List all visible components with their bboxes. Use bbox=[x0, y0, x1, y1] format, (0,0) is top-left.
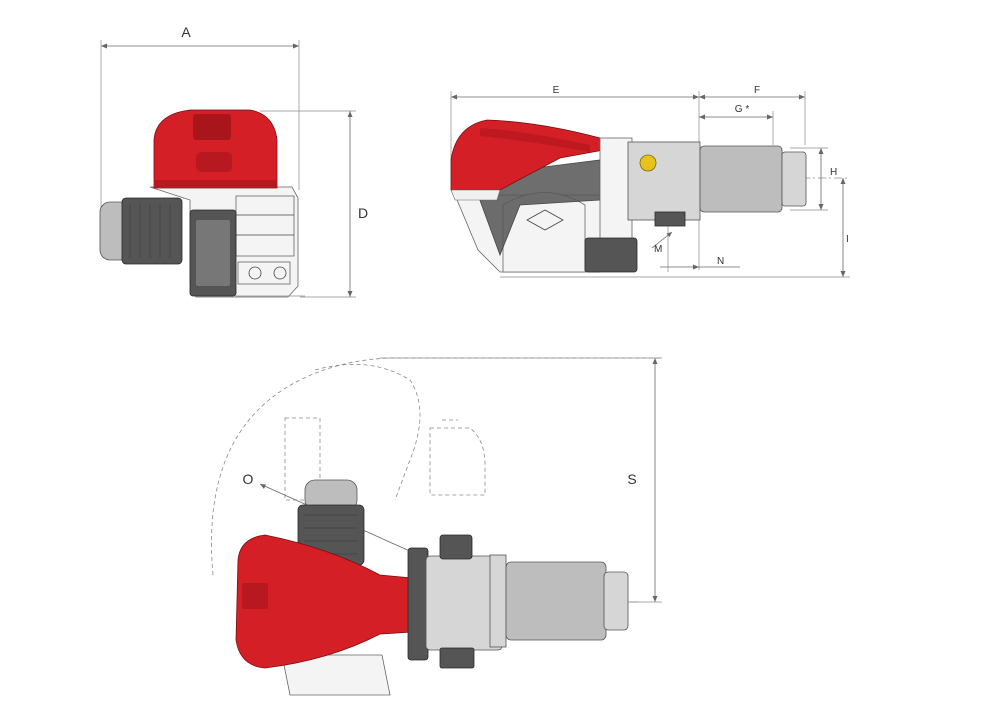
front-lower-panel bbox=[237, 261, 291, 285]
side-blast-tube bbox=[699, 145, 783, 213]
top-gas-inlet bbox=[439, 647, 475, 669]
front-red-cover bbox=[153, 109, 278, 189]
front-cover-badge bbox=[193, 114, 231, 140]
side-control-panel bbox=[599, 137, 633, 249]
dimension-m-label: M bbox=[654, 244, 662, 255]
front-cover-handle bbox=[196, 152, 232, 172]
dimension-e-label: E bbox=[553, 85, 560, 96]
top-actuator bbox=[439, 534, 473, 560]
dimension-d-label: D bbox=[358, 205, 368, 221]
dimension-n-label: N bbox=[717, 256, 724, 267]
side-yellow-indicator bbox=[639, 154, 657, 172]
front-motor-body bbox=[121, 197, 183, 265]
dimension-o-label: O bbox=[243, 471, 254, 487]
front-view: A D bbox=[99, 24, 368, 298]
top-view: S O bbox=[211, 357, 662, 696]
side-flange-block bbox=[627, 141, 701, 221]
side-flange-foot bbox=[654, 211, 686, 227]
ghost-motor bbox=[284, 417, 321, 501]
top-nozzle bbox=[603, 571, 629, 631]
side-gas-valve bbox=[584, 237, 638, 273]
ghost-head bbox=[429, 427, 486, 496]
dimension-i-label: I bbox=[846, 234, 849, 245]
top-flange-plate bbox=[407, 547, 429, 661]
dimension-g-label: G * bbox=[735, 104, 750, 115]
front-side-panel bbox=[235, 195, 295, 257]
dimension-a-label: A bbox=[181, 24, 191, 40]
side-view: E F G * H I N M bbox=[450, 85, 850, 278]
dimension-h-label: H bbox=[830, 167, 837, 178]
swing-arc bbox=[211, 357, 660, 576]
dimension-f-label: F bbox=[754, 85, 760, 96]
ghost-cover bbox=[314, 363, 421, 501]
top-blast-tube bbox=[505, 561, 607, 641]
top-cover-badge bbox=[242, 583, 268, 609]
side-nozzle bbox=[781, 151, 807, 207]
dimension-s-label: S bbox=[627, 471, 636, 487]
top-housing-lower bbox=[281, 654, 391, 696]
